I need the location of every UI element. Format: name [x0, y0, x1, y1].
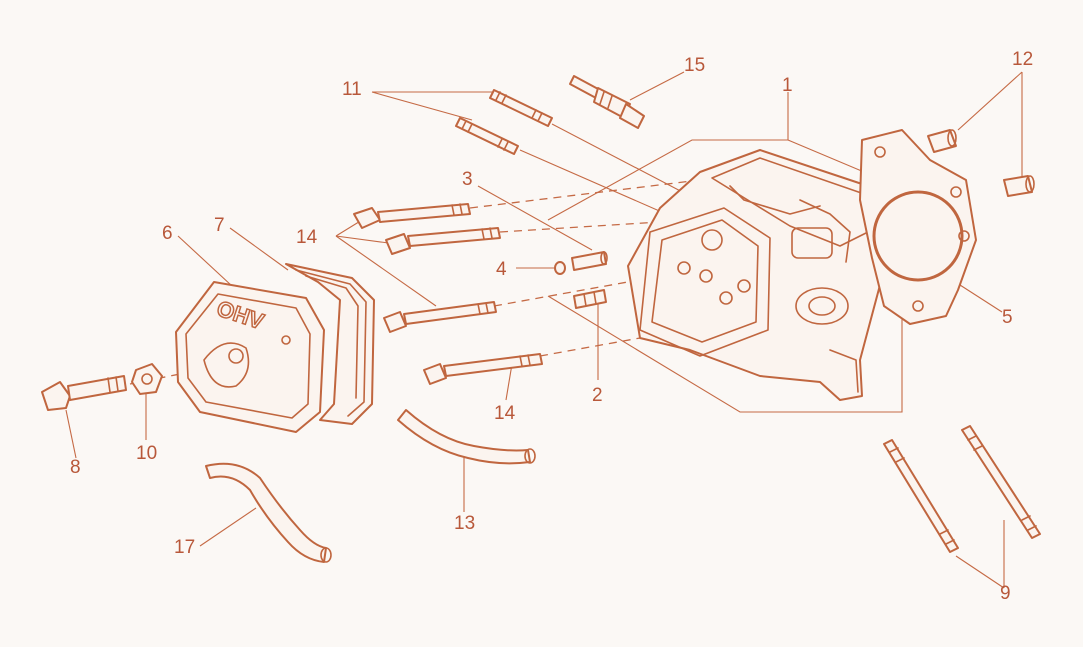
leader-17 [199, 507, 257, 547]
axis-bolt-4 [539, 337, 641, 357]
leader-12a [957, 71, 1023, 131]
callout-12: 12 [1012, 49, 1034, 70]
leader-3 [477, 185, 593, 251]
callout-13: 13 [454, 513, 476, 534]
axis-stud-a [551, 123, 691, 197]
cylinder-head [627, 149, 893, 401]
leader-8 [65, 409, 77, 459]
axis-bolt-2 [499, 221, 661, 233]
leader-15 [629, 71, 685, 101]
leader-14b [335, 235, 397, 245]
callout-6: 6 [162, 223, 173, 244]
callout-1: 1 [782, 75, 793, 96]
leader-7 [229, 227, 289, 271]
studs-11 [455, 89, 553, 155]
callout-7: 7 [214, 215, 225, 236]
spark-plug [569, 75, 645, 129]
leader-1 [547, 92, 789, 221]
breather-hose-13 [397, 409, 536, 465]
axis-bolt-1 [469, 179, 701, 209]
callout-8: 8 [70, 457, 81, 478]
axis-bolt-3 [493, 277, 651, 307]
callout-3: 3 [462, 169, 473, 190]
valve-parts [554, 251, 608, 309]
callout-15: 15 [684, 55, 706, 76]
callout-10: 10 [136, 443, 158, 464]
leader-14a [335, 219, 363, 237]
callout-11: 11 [342, 79, 362, 100]
rocker-cover: OHV [175, 281, 325, 433]
axis-stud-b [519, 149, 681, 221]
leader-11b [371, 91, 473, 121]
hose-17 [205, 462, 332, 563]
leader-14c [335, 235, 437, 307]
callout-14-bottom: 14 [494, 403, 516, 424]
cover-bolt [41, 375, 127, 411]
dowel-pins [927, 129, 1035, 197]
callout-5: 5 [1002, 307, 1013, 328]
callout-14-top: 14 [296, 227, 318, 248]
callout-2: 2 [592, 385, 603, 406]
callout-9: 9 [1000, 583, 1011, 604]
leader-14d [505, 363, 513, 401]
cover-gasket [285, 263, 375, 425]
callout-4: 4 [496, 259, 507, 280]
bolts-14 [353, 203, 543, 385]
callout-17: 17 [174, 537, 196, 558]
studs-9 [883, 425, 1041, 553]
sealing-washer [131, 363, 163, 395]
assembly-axes [129, 123, 701, 385]
head-gasket [859, 129, 977, 325]
leader-6 [177, 235, 233, 287]
leader-9a [955, 555, 1005, 589]
